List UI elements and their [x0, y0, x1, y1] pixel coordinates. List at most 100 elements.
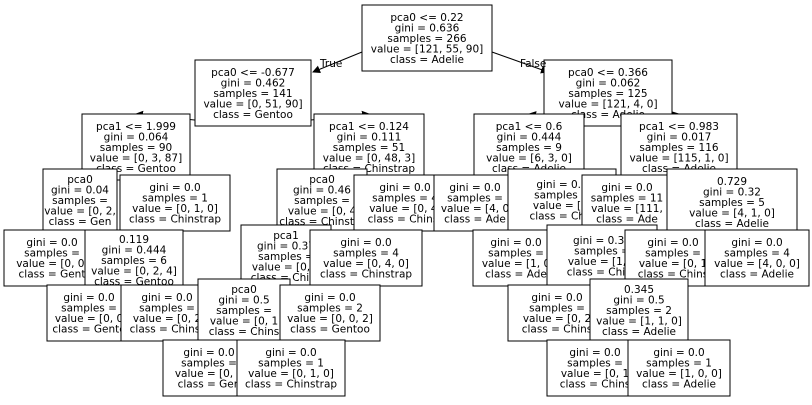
tree-node-line: gini = 0.0 [379, 182, 430, 194]
tree-node-box [197, 278, 291, 342]
tree-node-line: samples = [529, 303, 585, 315]
edge-label-true: True [319, 58, 342, 70]
tree-node-line: samples = 6 [101, 255, 167, 267]
tree-node-line: samples = 9 [496, 142, 562, 154]
tree-node-line: gini = 0.0 [490, 237, 541, 249]
tree-node-line: class = Gento [52, 324, 125, 336]
tree-node-line: samples = 4 [724, 248, 790, 260]
tree-node-box [433, 174, 517, 232]
tree-node-line: samples = [24, 248, 80, 260]
tree-node-line: gini = 0.0 [149, 182, 200, 194]
tree-node-line: value = [0, 1 [561, 368, 629, 380]
tree-node-line: value = [0, 2 [133, 313, 201, 325]
tree-node-line: samples = 1 [646, 358, 712, 370]
tree-node-line: value = [0, 4, [369, 203, 441, 215]
tree-node-line: samples = [447, 193, 503, 205]
tree-node-line: gini = 0.0 [63, 292, 114, 304]
tree-node-line: gini = 0.5 [613, 294, 664, 306]
tree-node-line: gini = 0.0 [647, 237, 698, 249]
tree-node-line: class = Chinst [130, 324, 205, 336]
tree-node-line: class = Ade [485, 269, 547, 281]
tree-node-line: class = Gen [49, 216, 112, 228]
tree-node-line: class = Chins [638, 269, 709, 281]
tree-node-line: class = Adelie [602, 326, 676, 338]
tree-node-box [361, 4, 493, 72]
tree-node-line: pca0 [67, 174, 93, 186]
tree-node-line: gini = 0.0 [340, 237, 391, 249]
tree-node-line: gini = 0.37 [573, 235, 631, 247]
tree-node-line: samples = [488, 248, 544, 260]
tree-node-line: 0.345 [624, 284, 654, 296]
tree-node-line: gini = 0.444 [102, 244, 167, 256]
tree-node-line: samples = [258, 251, 314, 263]
tree-node-line: gini = 0.0 [265, 347, 316, 359]
tree-node-line: gini = 0.4 [536, 179, 588, 191]
tree-node-line: samples = [52, 195, 108, 207]
tree-node-box [279, 284, 381, 342]
tree-node-line: samples = [294, 195, 350, 207]
tree-node-line: gini = 0.0 [183, 347, 234, 359]
tree-node-line: gini = 0.111 [337, 131, 402, 143]
tree-node-line: class = Chins [560, 379, 631, 391]
tree-node-line: samples = [61, 303, 117, 315]
tree-node-line: pca0 <= 0.366 [568, 67, 648, 79]
tree-node-line: value = [0, 3, 87] [90, 152, 182, 164]
tree-node-line: samples = 141 [213, 88, 292, 100]
tree-node-line: value = [121, 4, 0] [558, 98, 657, 110]
tree-node-line: samples = [181, 358, 237, 370]
tree-node-line: samples = 4 [372, 193, 438, 205]
tree-node-line: class = Adelie [390, 54, 464, 66]
tree-node-line: value = [4, 0, 0] [714, 258, 800, 270]
tree-node-line: class = Ade [444, 214, 506, 226]
tree-node-line: value = [1, 0 [482, 258, 550, 270]
tree-node-line: value = [4, 1, 0] [689, 207, 775, 219]
tree-node-line: 0.729 [717, 176, 747, 188]
tree-edge-n0-n2 [491, 51, 549, 74]
tree-node-line: value = [1, 0, 0] [636, 368, 722, 380]
tree-node-line: class = Chins [209, 326, 280, 338]
tree-node-line: value = [0, 0 [175, 368, 243, 380]
tree-node-line: gini = 0.04 [51, 184, 109, 196]
tree-node-line: value = [0, 2 [523, 313, 591, 325]
tree-node-line: pca1 <= 0.983 [639, 121, 719, 133]
tree-node-line: samples = 2 [297, 303, 363, 315]
tree-node-line: gini = 0.0 [601, 182, 652, 194]
tree-node-box [42, 168, 118, 232]
tree-node-line: class = Gen [178, 379, 241, 391]
tree-node-line: gini = 0.46 [293, 184, 351, 196]
tree-node-line: samples = [567, 358, 623, 370]
tree-node-line: gini = 0.0 [569, 347, 620, 359]
tree-node-line: samples = [574, 246, 630, 258]
tree-node-line: samples = 116 [639, 142, 718, 154]
tree-node-line: gini = 0.0 [449, 182, 500, 194]
tree-node-line: samples = [216, 305, 272, 317]
tree-node-line: 0.119 [119, 234, 149, 246]
tree-node-line: gini = 0.37 [257, 240, 315, 252]
tree-node-line: value = [1, 3 [568, 256, 636, 268]
tree-node-line: value = [0, 51, 90] [203, 98, 302, 110]
tree-node-line: gini = 0.444 [497, 131, 562, 143]
tree-node-box [704, 229, 810, 287]
tree-node-line: gini = 0.0 [26, 237, 77, 249]
tree-node-line: gini = 0.064 [104, 131, 169, 143]
tree-node-box [546, 339, 644, 397]
tree-node-line: gini = 0.017 [647, 131, 712, 143]
tree-node-box [309, 229, 423, 287]
tree-node-line: gini = 0.0 [653, 347, 704, 359]
tree-node-line: value = [121, 55, 90] [371, 43, 483, 55]
tree-node-line: value = [6, 3, 0] [486, 152, 572, 164]
tree-node-line: class = Chinstrap [129, 214, 221, 226]
